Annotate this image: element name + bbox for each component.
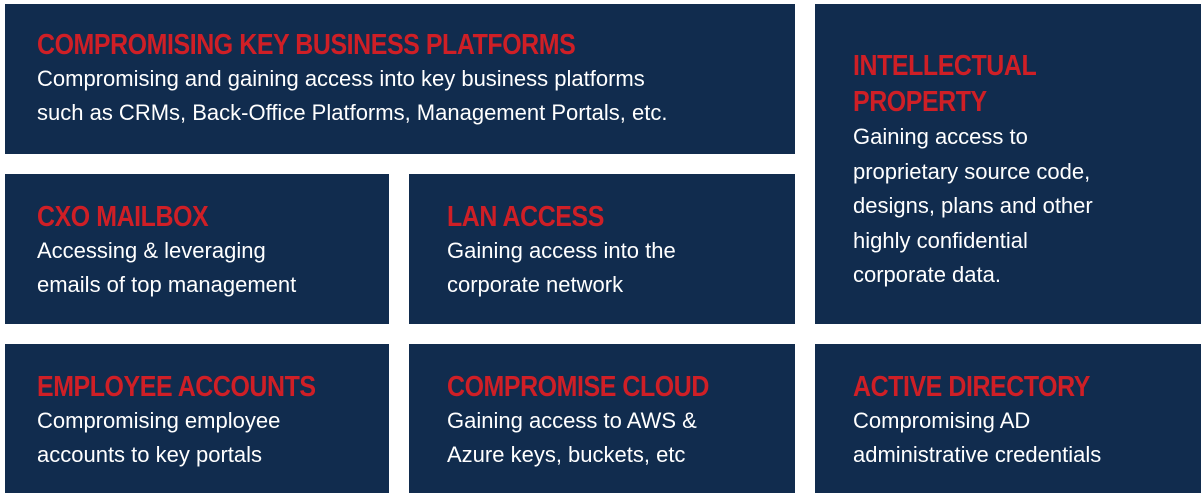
tile-description: Compromising and gaining access into key…	[37, 62, 771, 130]
description-line: such as CRMs, Back-Office Platforms, Man…	[37, 100, 668, 125]
description-line: corporate data.	[853, 262, 1001, 287]
tile-title: CXO MAILBOX	[37, 201, 209, 233]
tile-key-business-platforms: COMPROMISING KEY BUSINESS PLATFORMS Comp…	[5, 4, 795, 154]
description-line: Gaining access to AWS &	[447, 408, 697, 433]
tile-title: LAN ACCESS	[447, 201, 604, 233]
description-line: Azure keys, buckets, etc	[447, 442, 686, 467]
description-line: administrative credentials	[853, 442, 1102, 467]
tile-lan-access: LAN ACCESS Gaining access into the corpo…	[409, 174, 795, 324]
tile-title: EMPLOYEE ACCOUNTS	[37, 371, 316, 403]
description-line: designs, plans and other	[853, 193, 1093, 218]
tile-active-directory: ACTIVE DIRECTORY Compromising AD adminis…	[815, 344, 1201, 493]
tile-description: Gaining access to proprietary source cod…	[853, 120, 1177, 293]
tile-intellectual-property: INTELLECTUAL PROPERTY Gaining access to …	[815, 4, 1201, 324]
tile-description: Compromising employee accounts to key po…	[37, 404, 365, 472]
description-line: corporate network	[447, 272, 624, 297]
description-line: accounts to key portals	[37, 442, 263, 467]
tile-description: Accessing & leveraging emails of top man…	[37, 234, 365, 302]
tile-title: ACTIVE DIRECTORY	[853, 371, 1091, 403]
tile-title: INTELLECTUAL PROPERTY	[853, 48, 1163, 120]
tile-title: COMPROMISING KEY BUSINESS PLATFORMS	[37, 29, 576, 61]
tile-description: Gaining access to AWS & Azure keys, buck…	[447, 404, 771, 472]
description-line: Gaining access into the	[447, 238, 676, 263]
tile-description: Compromising AD administrative credentia…	[853, 404, 1177, 472]
tile-title: COMPROMISE CLOUD	[447, 371, 709, 403]
description-line: Compromising AD	[853, 408, 1031, 433]
tile-compromise-cloud: COMPROMISE CLOUD Gaining access to AWS &…	[409, 344, 795, 493]
description-line: Compromising and gaining access into key…	[37, 66, 645, 91]
tile-employee-accounts: EMPLOYEE ACCOUNTS Compromising employee …	[5, 344, 389, 493]
description-line: emails of top management	[37, 272, 297, 297]
tile-description: Gaining access into the corporate networ…	[447, 234, 771, 302]
description-line: highly confidential	[853, 227, 1028, 253]
description-line: Accessing & leveraging	[37, 238, 266, 263]
description-line: Compromising employee	[37, 408, 281, 433]
title-line: PROPERTY	[853, 86, 987, 118]
tile-cxo-mailbox: CXO MAILBOX Accessing & leveraging email…	[5, 174, 389, 324]
title-line: INTELLECTUAL	[853, 50, 1037, 82]
description-line: Gaining access to	[853, 124, 1028, 149]
description-line: proprietary source code,	[853, 158, 1091, 184]
